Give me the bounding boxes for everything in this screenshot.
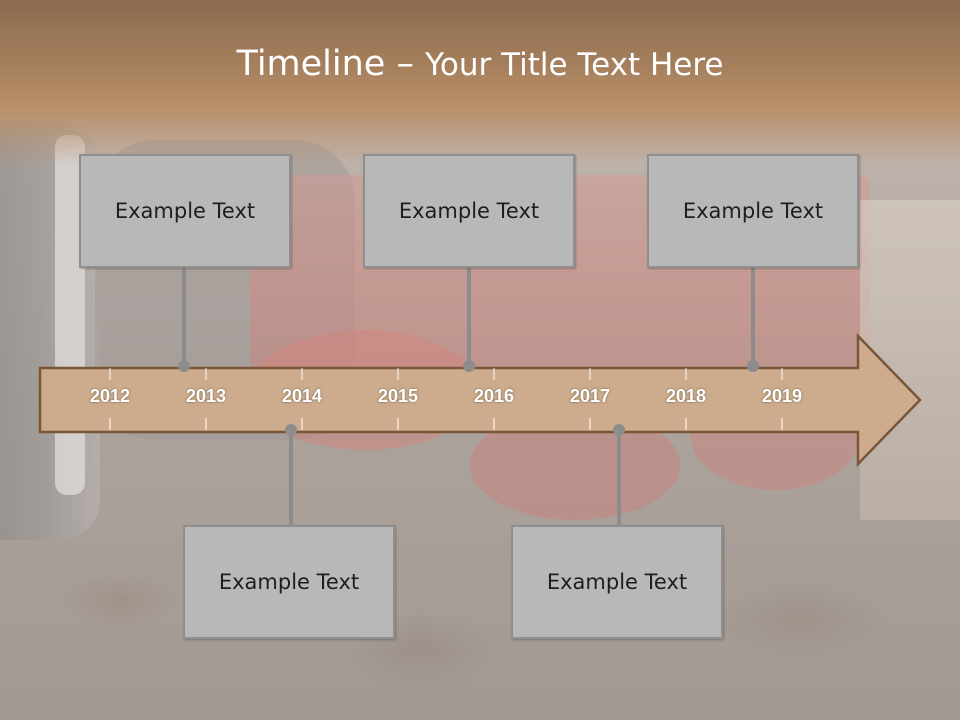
year-label: 2014 (281, 386, 323, 406)
slide-title: Timeline – Your Title Text Here (0, 44, 960, 84)
title-band (0, 0, 960, 165)
connector-line (751, 268, 755, 366)
connector-dot (463, 360, 475, 372)
callout-box-bottom: Example Text (511, 525, 723, 639)
connector-line (289, 432, 293, 528)
callout-box-bottom: Example Text (183, 525, 395, 639)
title-subtitle: Your Title Text Here (425, 47, 724, 83)
year-label: 2013 (185, 386, 227, 406)
title-main: Timeline – (236, 44, 426, 84)
timeline-arrow-body (38, 332, 922, 468)
callout-box-top: Example Text (79, 154, 291, 268)
callout-box-top: Example Text (647, 154, 859, 268)
year-label: 2017 (569, 386, 611, 406)
year-label: 2018 (665, 386, 707, 406)
connector-dot (613, 424, 625, 436)
year-label: 2016 (473, 386, 515, 406)
connector-line (467, 268, 471, 366)
connector-line (182, 268, 186, 366)
year-label: 2012 (89, 386, 131, 406)
year-label: 2019 (761, 386, 803, 406)
connector-dot (285, 424, 297, 436)
connector-line (617, 432, 621, 528)
callout-box-top: Example Text (363, 154, 575, 268)
connector-dot (178, 360, 190, 372)
year-label: 2015 (377, 386, 419, 406)
connector-dot (747, 360, 759, 372)
